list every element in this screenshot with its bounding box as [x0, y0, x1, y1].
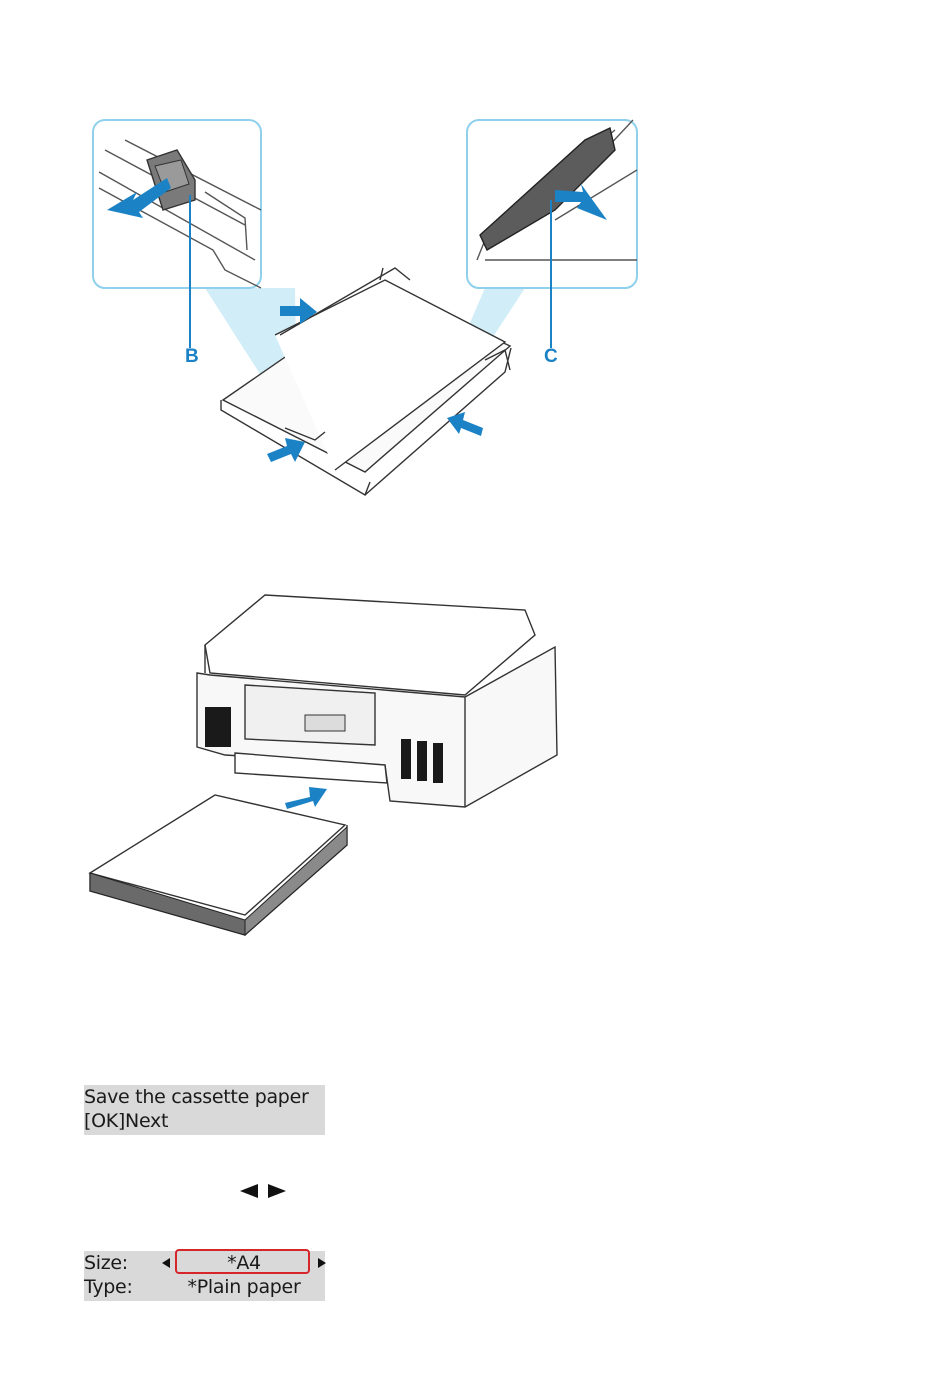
callout-label-b: B: [185, 346, 199, 367]
callout-label-c: C: [544, 346, 558, 367]
insert-arrow-icon: [285, 787, 327, 809]
type-value: *Plain paper: [176, 1275, 312, 1299]
right-arrow-button-icon: [268, 1184, 286, 1198]
printer-insert-cassette-illustration: [85, 575, 565, 945]
type-label: Type:: [84, 1275, 133, 1299]
side-arrow-icon: [267, 438, 305, 462]
side-arrow-icon: [447, 412, 483, 436]
lcd-line: Save the cassette paper: [84, 1085, 325, 1109]
paper-guide-illustration: B C: [85, 110, 655, 510]
size-label: Size:: [84, 1251, 128, 1275]
arrow-buttons: [240, 1183, 290, 1199]
lcd-screen-save-paper: Save the cassette paper [OK]Next: [84, 1085, 325, 1135]
selection-highlight: [175, 1249, 310, 1274]
right-arrow-small-icon: [316, 1258, 326, 1268]
left-arrow-small-icon: [162, 1258, 172, 1268]
left-arrow-button-icon: [240, 1184, 258, 1198]
lcd-line: [OK]Next: [84, 1109, 325, 1133]
lcd-screen-paper-settings: Size: *A4 Type: *Plain paper: [84, 1251, 325, 1301]
